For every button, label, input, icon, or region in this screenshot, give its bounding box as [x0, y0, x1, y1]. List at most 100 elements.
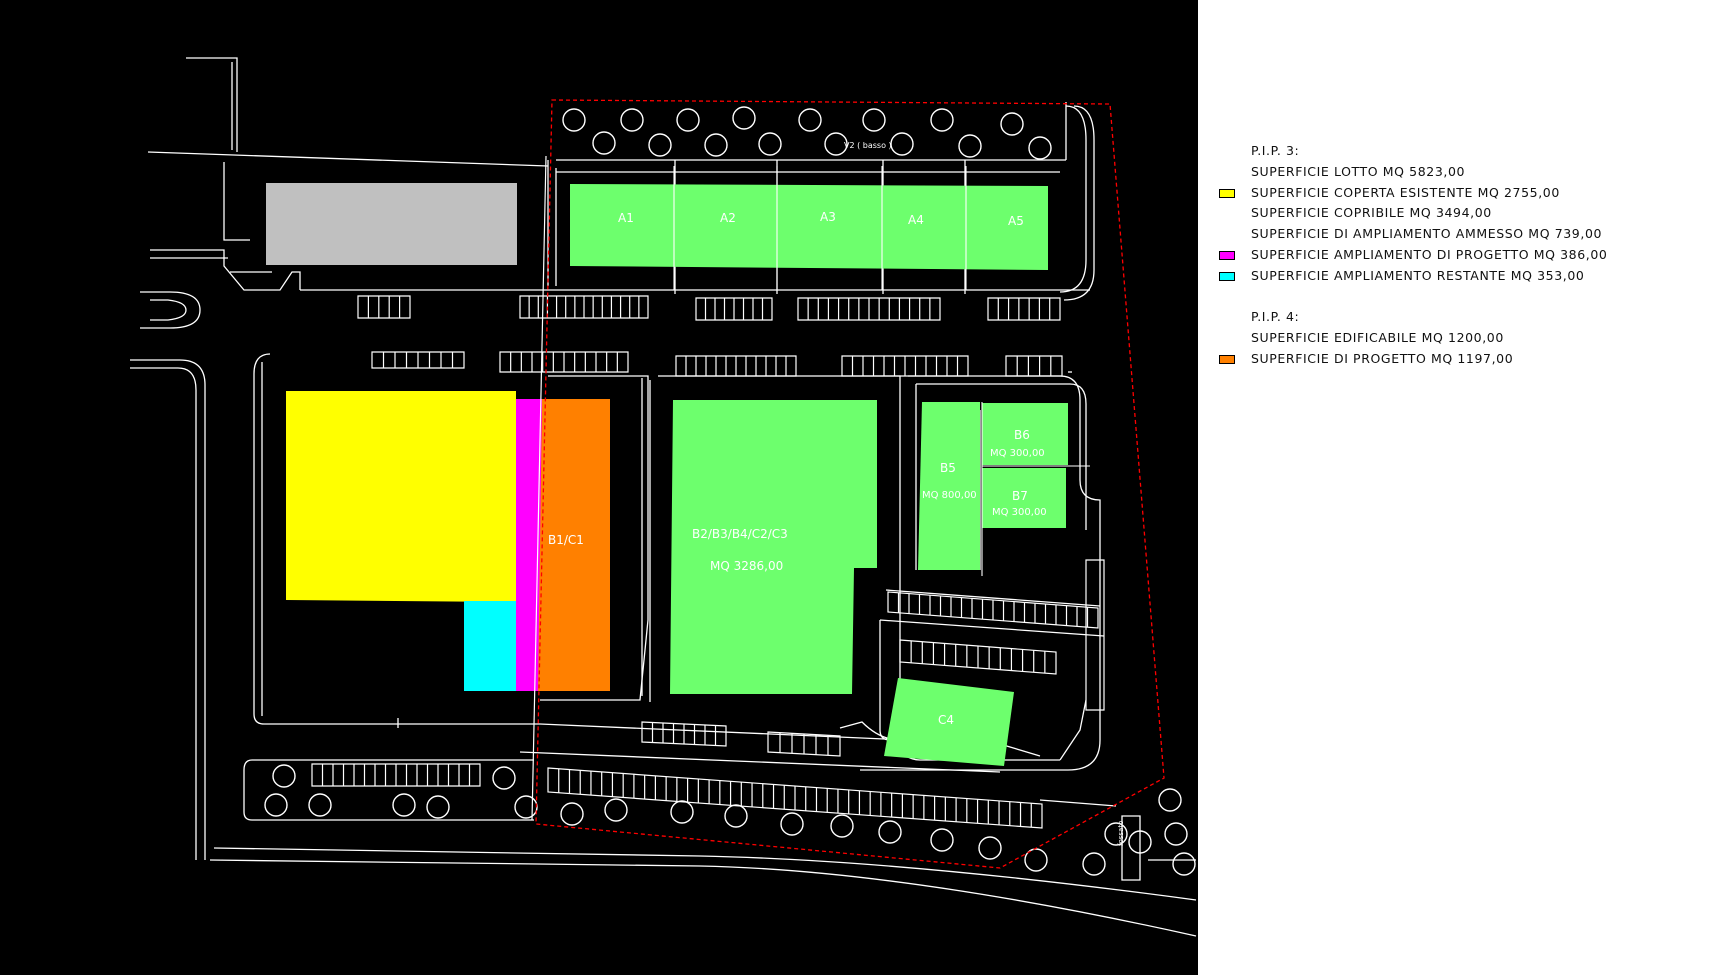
parking-row — [987, 297, 1061, 321]
legend-entry-text: SUPERFICIE EDIFICABILE MQ 1200,00 — [1251, 330, 1504, 346]
legend-entry: SUPERFICIE AMPLIAMENTO DI PROGETTO MQ 38… — [1218, 245, 1718, 266]
tree-icon — [308, 793, 332, 817]
parking-row — [767, 731, 841, 757]
tree-icon — [930, 108, 954, 132]
label-b6: B6 — [1014, 428, 1030, 442]
tree-icon — [1158, 788, 1182, 812]
legend-entry: SUPERFICIE AMPLIAMENTO RESTANTE MQ 353,0… — [1218, 266, 1718, 287]
legend-gap — [1218, 287, 1718, 308]
parking-row — [547, 767, 1043, 829]
parking-row — [695, 297, 773, 321]
lot-a-row — [570, 184, 1048, 270]
tree-icon — [780, 812, 804, 836]
tree-icon — [830, 814, 854, 838]
tree-icon — [930, 828, 954, 852]
tree-icon — [670, 800, 694, 824]
legend-entry: SUPERFICIE DI AMPLIAMENTO AMMESSO MQ 739… — [1218, 224, 1718, 245]
tree-icon — [648, 133, 672, 157]
tree-icon — [958, 134, 982, 158]
tree-icon — [604, 798, 628, 822]
tree-icon — [862, 108, 886, 132]
legend-entry-text: SUPERFICIE AMPLIAMENTO RESTANTE MQ 353,0… — [1251, 267, 1585, 283]
tree-icon — [704, 133, 728, 157]
tree-icon — [724, 804, 748, 828]
legend-pip3-title: P.I.P. 3: — [1251, 143, 1300, 158]
tree-icon — [1164, 822, 1188, 846]
legend-entry-text: SUPERFICIE DI AMPLIAMENTO AMMESSO MQ 739… — [1251, 226, 1603, 242]
tree-icon — [1000, 112, 1024, 136]
legend-entry: SUPERFICIE COPERTA ESISTENTE MQ 2755,00 — [1218, 183, 1718, 204]
lot-b5 — [918, 402, 980, 570]
label-b7: B7 — [1012, 489, 1028, 503]
label-a3: A3 — [820, 210, 836, 224]
tree-icon — [758, 132, 782, 156]
tree-icon — [978, 836, 1002, 860]
trees — [264, 106, 1196, 876]
tree-icon — [1104, 822, 1128, 846]
tree-icon — [878, 820, 902, 844]
parking-row — [899, 639, 1057, 675]
legend-entry-text: SUPERFICIE DI PROGETTO MQ 1197,00 — [1251, 350, 1514, 366]
existing-building — [266, 183, 517, 265]
label-side: fossato — [1117, 821, 1125, 846]
remaining-expansion-area — [464, 601, 516, 691]
legend-entry-text: SUPERFICIE LOTTO MQ 5823,00 — [1251, 163, 1466, 179]
tree-icon — [890, 132, 914, 156]
legend-entry-text: SUPERFICIE COPRIBILE MQ 3494,00 — [1251, 205, 1492, 221]
lot-a-dividers — [673, 166, 967, 290]
legend-swatch — [1219, 271, 1235, 281]
label-b1c1: B1/C1 — [548, 533, 584, 547]
label-b5-area: MQ 800,00 — [922, 490, 977, 501]
parking-stalls — [311, 295, 1105, 829]
lot-b7 — [982, 468, 1066, 528]
parking-row — [841, 355, 969, 377]
tree-icon — [426, 795, 450, 819]
existing-covered-area — [286, 391, 516, 602]
project-area-b1c1 — [538, 399, 610, 691]
label-a2: A2 — [720, 211, 736, 225]
tree-icon — [1024, 848, 1048, 872]
parking-row — [641, 721, 727, 747]
tree-icon — [1028, 136, 1052, 160]
tree-icon — [798, 108, 822, 132]
lot-b-dividers — [981, 402, 1090, 576]
tree-icon — [1172, 852, 1196, 876]
parking-row — [499, 351, 629, 373]
road-linework — [130, 57, 1197, 937]
label-b5: B5 — [940, 461, 956, 475]
tree-icon — [732, 106, 756, 130]
legend-entry: SUPERFICIE DI PROGETTO MQ 1197,00 — [1218, 349, 1718, 370]
parking-row — [887, 591, 1099, 629]
lot-c4 — [884, 678, 1014, 766]
parking-row — [371, 351, 465, 369]
parking-row — [675, 355, 797, 377]
legend-swatch — [1219, 250, 1235, 260]
lot-b6 — [982, 403, 1068, 465]
tree-icon — [592, 131, 616, 155]
parcel-divider — [531, 155, 547, 821]
tree-icon — [264, 793, 288, 817]
label-c4: C4 — [938, 713, 954, 727]
label-a5: A5 — [1008, 214, 1024, 228]
lot-b2-c3 — [670, 400, 877, 694]
tree-icon — [492, 766, 516, 790]
tree-icon — [676, 108, 700, 132]
tree-icon — [1082, 852, 1106, 876]
parking-row — [1085, 559, 1105, 711]
label-b7-area: MQ 300,00 — [992, 507, 1047, 518]
tree-icon — [272, 764, 296, 788]
legend-entry-text: SUPERFICIE AMPLIAMENTO DI PROGETTO MQ 38… — [1251, 246, 1608, 262]
legend-pip4-title: P.I.P. 4: — [1251, 309, 1300, 325]
label-b6-area: MQ 300,00 — [990, 448, 1045, 459]
label-a1: A1 — [618, 211, 634, 225]
tree-icon — [392, 793, 416, 817]
lot-labels: A1 A2 A3 A4 A5 V2 ( basso ) B1/C1 B2/B3/… — [548, 141, 1125, 846]
tree-icon — [620, 108, 644, 132]
label-b2c3-area: MQ 3286,00 — [710, 559, 783, 573]
legend-entry: SUPERFICIE LOTTO MQ 5823,00 — [1218, 162, 1718, 183]
label-a4: A4 — [908, 213, 924, 227]
